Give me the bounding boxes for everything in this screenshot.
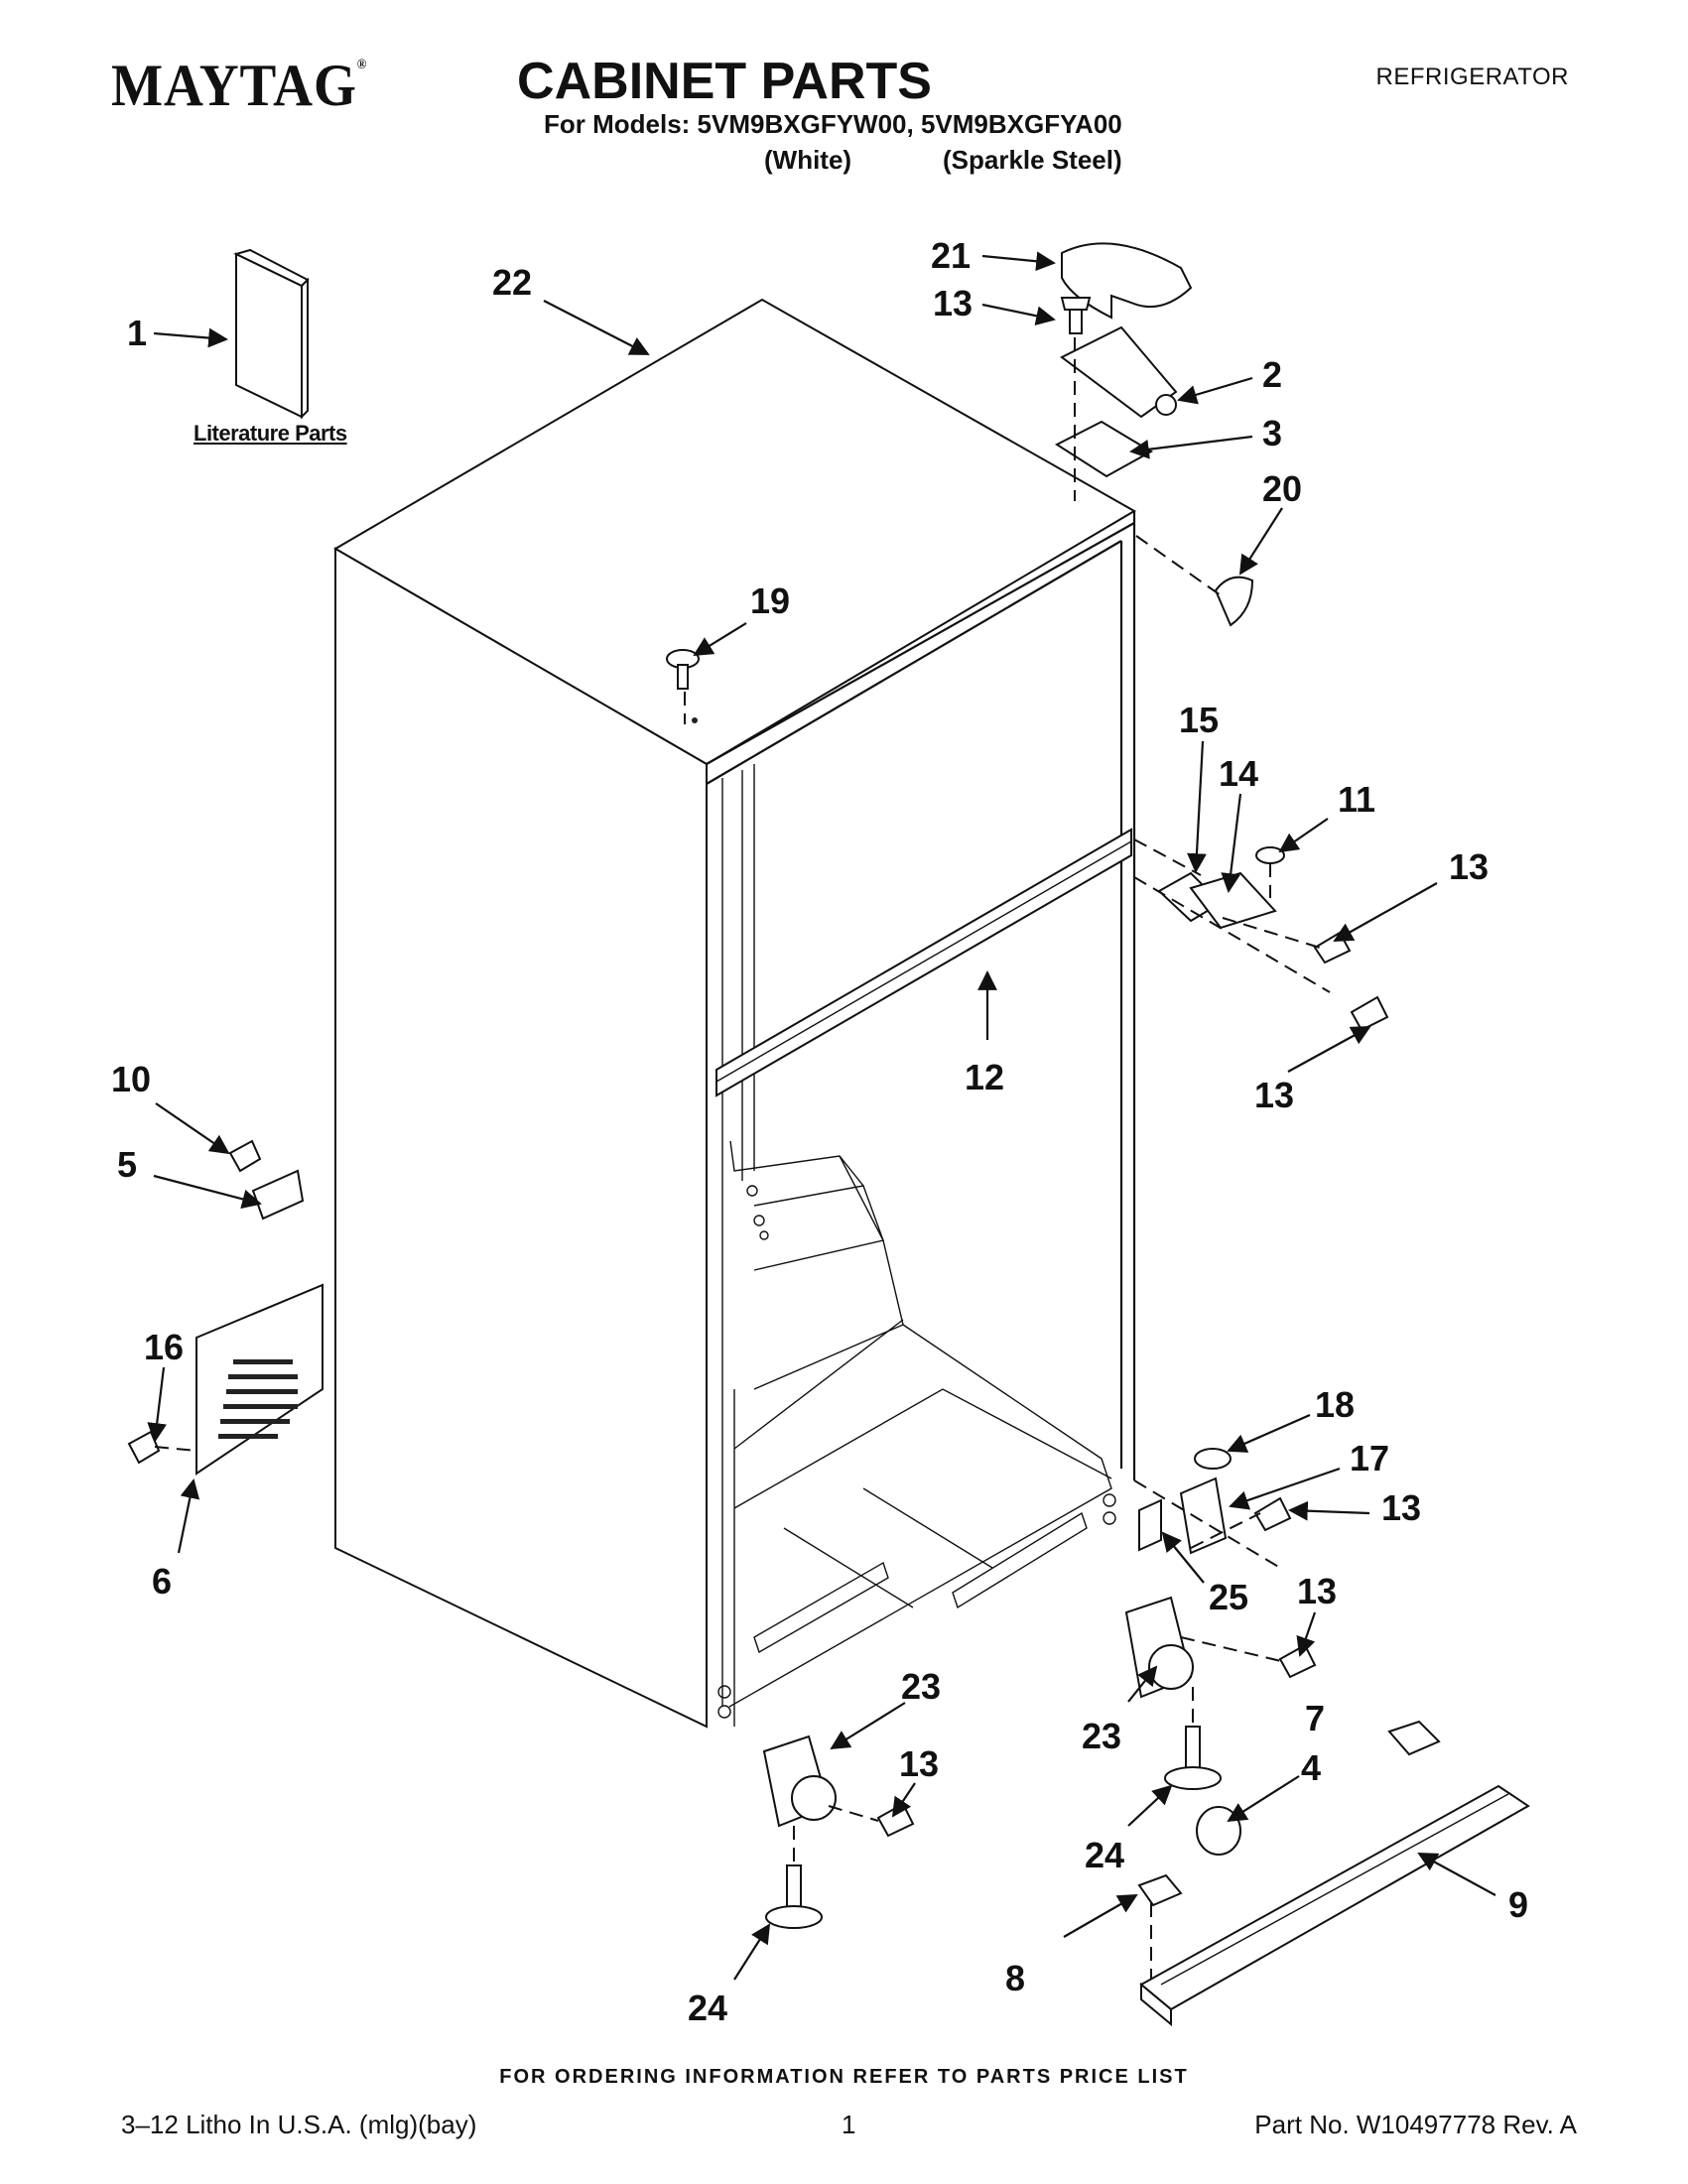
callout-23: 23 <box>1082 1716 1121 1756</box>
hinge-shim <box>1054 420 1153 478</box>
callout-21: 21 <box>931 235 971 276</box>
variant-sparkle-steel: (Sparkle Steel) <box>943 145 1122 175</box>
appliance-category: REFRIGERATOR <box>1375 64 1569 90</box>
callout-10: 10 <box>111 1059 151 1099</box>
callout-13: 13 <box>899 1743 939 1784</box>
top-hinge <box>1060 325 1178 419</box>
callout-17: 17 <box>1350 1438 1389 1478</box>
hinge-spacer <box>1138 1498 1162 1552</box>
leveling-leg-right <box>1164 1726 1222 1790</box>
callout-24: 24 <box>1085 1835 1124 1875</box>
bottom-hinge <box>1179 1477 1228 1555</box>
callout-18: 18 <box>1315 1384 1355 1425</box>
access-panel <box>195 1283 324 1476</box>
hinge-washer <box>1255 846 1285 864</box>
center-hinge <box>1189 871 1277 930</box>
ordering-note: FOR ORDERING INFORMATION REFER TO PARTS … <box>499 2066 1189 2088</box>
callout-16: 16 <box>144 1327 184 1367</box>
callout-13: 13 <box>933 283 973 323</box>
literature-parts-label: Literature Parts <box>194 421 347 446</box>
callout-25: 25 <box>1209 1577 1248 1617</box>
clip <box>251 1169 305 1220</box>
callout-8: 8 <box>1005 1958 1025 1998</box>
registered-mark: ® <box>356 58 368 72</box>
callout-3: 3 <box>1262 413 1282 453</box>
callout-4: 4 <box>1301 1747 1321 1788</box>
roller-wheel <box>1196 1806 1241 1856</box>
variant-white: (White) <box>764 145 852 175</box>
grille-clip <box>1387 1720 1441 1756</box>
callout-13: 13 <box>1381 1487 1421 1528</box>
callout-19: 19 <box>750 580 790 621</box>
callout-15: 15 <box>1179 700 1219 740</box>
refrigerator-cabinet <box>333 298 1136 1729</box>
callout-9: 9 <box>1508 1884 1528 1925</box>
callout-12: 12 <box>965 1057 1004 1097</box>
hinge-pin-cover <box>1214 576 1254 627</box>
grille-spacer <box>1137 1873 1183 1907</box>
callout-11: 11 <box>1338 779 1375 820</box>
callout-7: 7 <box>1305 1698 1325 1738</box>
callout-13: 13 <box>1254 1075 1294 1115</box>
literature-booklet <box>233 248 310 420</box>
callout-leaders <box>147 251 1496 1981</box>
models-line: For Models: 5VM9BXGFYW00, 5VM9BXGFYA00 <box>544 109 1122 139</box>
callout-20: 20 <box>1262 468 1302 509</box>
callout-24: 24 <box>688 1988 727 2028</box>
plug-button <box>666 649 700 690</box>
callout-22: 22 <box>492 262 532 303</box>
roller-bracket-left <box>762 1734 837 1828</box>
brand-logo: MAYTAG® <box>111 52 367 120</box>
callout-1: 1 <box>127 313 147 353</box>
leveling-leg-left <box>765 1864 823 1929</box>
callout-14: 14 <box>1219 753 1258 794</box>
callout-13: 13 <box>1297 1571 1337 1611</box>
callout-2: 2 <box>1262 354 1282 395</box>
callout-6: 6 <box>152 1561 172 1602</box>
callout-13: 13 <box>1449 846 1489 887</box>
litho-info: 3–12 Litho In U.S.A. (mlg)(bay) <box>121 2110 477 2139</box>
brand-name: MAYTAG <box>111 53 357 118</box>
page-number: 1 <box>842 2110 856 2139</box>
roller-bracket-right <box>1124 1596 1194 1699</box>
callout-23: 23 <box>901 1666 941 1707</box>
bottom-washer <box>1194 1448 1232 1470</box>
callout-5: 5 <box>117 1144 137 1185</box>
part-number: Part No. W10497778 Rev. A <box>1254 2110 1577 2139</box>
page-title: CABINET PARTS <box>517 53 932 110</box>
